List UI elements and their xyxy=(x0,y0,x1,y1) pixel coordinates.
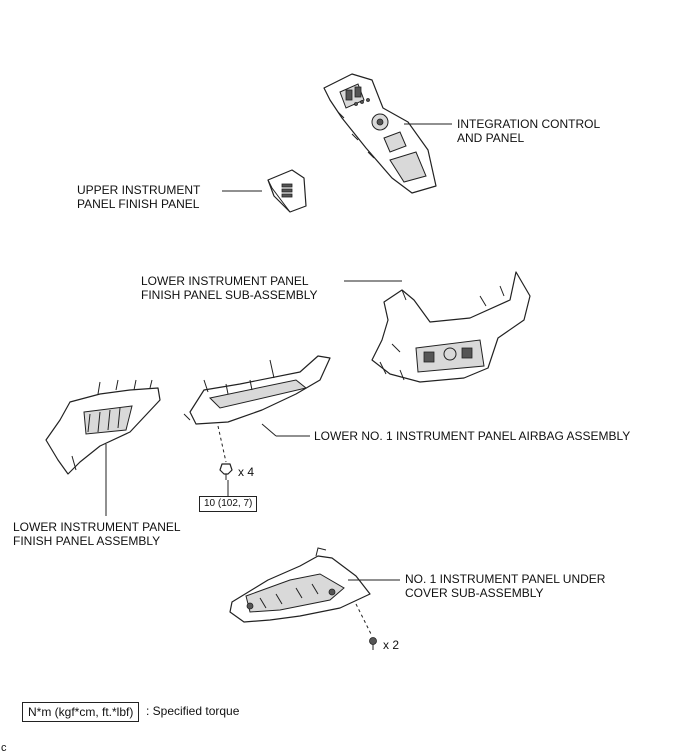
under-cover-screw-icon xyxy=(369,637,377,650)
airbag-bolt-dashed-line xyxy=(217,425,227,463)
under-cover-label-line2: COVER SUB-ASSEMBLY xyxy=(405,586,544,600)
under-cover-sub-assembly-drawing xyxy=(229,547,371,623)
under-cover-screw-quantity: x 2 xyxy=(383,638,400,652)
lower-finish-assembly-label: LOWER INSTRUMENT PANEL FINISH PANEL ASSE… xyxy=(13,520,181,548)
upper-label-line1: UPPER INSTRUMENT xyxy=(77,183,201,197)
under-cover-screw-dashed-line xyxy=(355,603,373,637)
torque-legend-description: : Specified torque xyxy=(146,704,240,718)
integration-label-line2: AND PANEL xyxy=(457,131,525,145)
under-cover-label-line1: NO. 1 INSTRUMENT PANEL UNDER xyxy=(405,572,606,586)
airbag-leader-bend xyxy=(261,423,277,437)
lower-finish-label-line2: FINISH PANEL ASSEMBLY xyxy=(13,534,161,548)
airbag-bolt-quantity: x 4 xyxy=(238,465,255,479)
integration-label-line1: INTEGRATION CONTROL xyxy=(457,117,601,131)
lower-sub-label-line2: FINISH PANEL SUB-ASSEMBLY xyxy=(141,288,318,302)
airbag-label-text: LOWER NO. 1 INSTRUMENT PANEL AIRBAG ASSE… xyxy=(314,429,631,443)
airbag-torque-value: 10 (102, 7) xyxy=(199,496,258,512)
upper-finish-panel-drawing xyxy=(267,169,307,213)
lower-finish-panel-sub-assembly-drawing xyxy=(371,271,531,383)
airbag-bolt-icon xyxy=(219,463,233,480)
upper-finish-panel-label: UPPER INSTRUMENT PANEL FINISH PANEL xyxy=(77,183,200,211)
airbag-assembly-label: LOWER NO. 1 INSTRUMENT PANEL AIRBAG ASSE… xyxy=(314,429,630,443)
torque-unit-legend-box: N*m (kgf*cm, ft.*lbf) xyxy=(22,702,140,722)
lower-sub-label-line1: LOWER INSTRUMENT PANEL xyxy=(141,274,309,288)
integration-control-label: INTEGRATION CONTROL AND PANEL xyxy=(457,117,600,145)
lower-finish-panel-assembly-drawing xyxy=(45,379,161,475)
under-cover-label: NO. 1 INSTRUMENT PANEL UNDER COVER SUB-A… xyxy=(405,572,605,600)
lower-sub-assembly-label: LOWER INSTRUMENT PANEL FINISH PANEL SUB-… xyxy=(141,274,318,302)
integration-control-panel-drawing xyxy=(323,73,437,194)
lower-finish-label-line1: LOWER INSTRUMENT PANEL xyxy=(13,520,181,534)
airbag-assembly-drawing xyxy=(183,355,331,425)
upper-label-line2: PANEL FINISH PANEL xyxy=(77,197,200,211)
footer-mark: c xyxy=(1,742,7,754)
